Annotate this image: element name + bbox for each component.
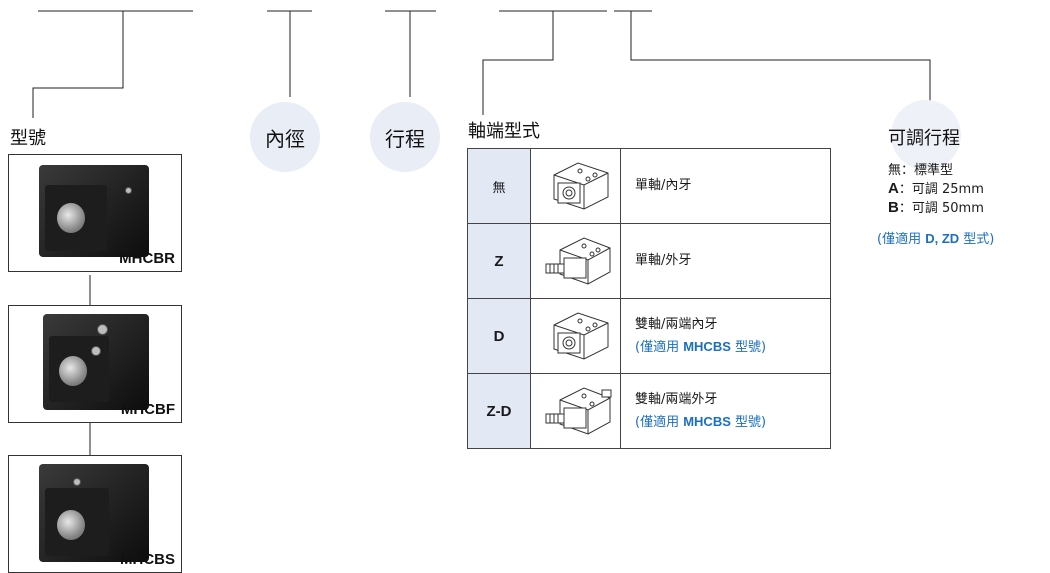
- option-applicability-note: (僅適用 MHCBS 型號): [635, 411, 830, 434]
- adjustable-option: B：可調 50mm: [888, 199, 984, 218]
- cylinder-image-mhcbr: [39, 165, 149, 257]
- shaft-diagram-cell: [530, 373, 621, 449]
- single-shaft-external-thread-diagram: [545, 237, 611, 285]
- adjustable-sep: ：: [898, 201, 912, 216]
- note-prefix: (僅適用: [635, 414, 684, 430]
- adjustable-sep: ：: [901, 163, 915, 178]
- adjustable-code: B: [888, 199, 899, 216]
- field-label-stroke: 行程: [385, 126, 425, 151]
- model-name: MHCBR: [119, 250, 175, 267]
- note-models: MHCBS: [683, 338, 731, 354]
- shaft-diagram-cell: [530, 298, 621, 374]
- cylinder-image-mhcbs: [39, 464, 149, 562]
- option-code: Z-D: [467, 373, 531, 449]
- model-name: MHCBS: [120, 551, 175, 568]
- adjustable-options-list: 無：標準型 A：可調 25mm B：可調 50mm: [888, 162, 984, 218]
- adjustable-code: 無: [888, 163, 902, 178]
- note-prefix: (僅適用: [635, 339, 684, 355]
- shaft-end-table: 無 單軸/內牙 Z: [467, 148, 831, 449]
- single-shaft-internal-thread-diagram: [553, 162, 609, 210]
- model-box-mhcbf: MHCBF: [8, 305, 182, 423]
- adjustable-code: A: [888, 180, 899, 197]
- note-models: D, ZD: [925, 231, 960, 246]
- field-label-bore: 內徑: [265, 126, 305, 151]
- shaft-diagram-cell: [530, 223, 621, 299]
- option-description: 單軸/外牙: [620, 223, 831, 299]
- option-description: 雙軸/兩端外牙 (僅適用 MHCBS 型號): [620, 373, 831, 449]
- note-suffix: 型號): [730, 339, 767, 355]
- field-bubble-bore: 內徑: [250, 102, 320, 172]
- option-desc-text: 雙軸/兩端外牙: [635, 391, 718, 407]
- cylinder-image-mhcbf: [43, 314, 149, 410]
- option-desc-text: 單軸/內牙: [635, 178, 692, 193]
- model-name: MHCBF: [120, 401, 175, 418]
- table-row: Z-D 雙軸/兩端外牙 (僅適用 MHCBS 型號): [467, 373, 831, 449]
- field-bubble-stroke: 行程: [370, 102, 440, 172]
- model-leader: [32, 11, 124, 118]
- note-suffix: 型號): [730, 414, 767, 430]
- option-description: 雙軸/兩端內牙 (僅適用 MHCBS 型號): [620, 298, 831, 374]
- field-label-model: 型號: [10, 128, 46, 149]
- adjustable-leader: [630, 11, 931, 112]
- double-shaft-external-thread-diagram: [545, 387, 612, 435]
- shaft-diagram-cell: [530, 148, 621, 224]
- field-label-adjustable: 可調行程: [888, 128, 960, 149]
- table-row: D 雙軸/兩端內牙 (僅適用 MHCBS 型號): [467, 298, 831, 374]
- option-desc-text: 雙軸/兩端內牙: [635, 316, 718, 332]
- option-code: D: [467, 298, 531, 374]
- field-label-shaft-end: 軸端型式: [468, 121, 540, 142]
- option-desc-text: 單軸/外牙: [635, 253, 692, 268]
- model-box-mhcbr: MHCBR: [8, 154, 182, 272]
- field-bubble-adjustable: [891, 100, 961, 170]
- option-code: Z: [467, 223, 531, 299]
- note-suffix: 型式): [959, 232, 995, 247]
- adjustable-sep: ：: [898, 182, 912, 197]
- adjustable-desc: 可調 50mm: [911, 201, 984, 216]
- note-prefix: (僅適用: [877, 232, 926, 247]
- option-applicability-note: (僅適用 MHCBS 型號): [635, 336, 830, 359]
- option-description: 單軸/內牙: [620, 148, 831, 224]
- adjustable-desc: 標準型: [914, 163, 954, 178]
- shaft-end-leader: [482, 11, 554, 115]
- adjustable-option: A：可調 25mm: [888, 180, 984, 199]
- model-box-mhcbs: MHCBS: [8, 455, 182, 573]
- table-row: 無 單軸/內牙: [467, 148, 831, 224]
- option-code: 無: [467, 148, 531, 224]
- note-models: MHCBS: [683, 413, 731, 429]
- adjustable-desc: 可調 25mm: [911, 182, 984, 197]
- adjustable-applicability-note: (僅適用 D, ZD 型式): [877, 228, 994, 247]
- adjustable-option: 無：標準型: [888, 162, 984, 180]
- double-shaft-internal-thread-diagram: [553, 312, 609, 360]
- table-row: Z 單軸/外牙: [467, 223, 831, 299]
